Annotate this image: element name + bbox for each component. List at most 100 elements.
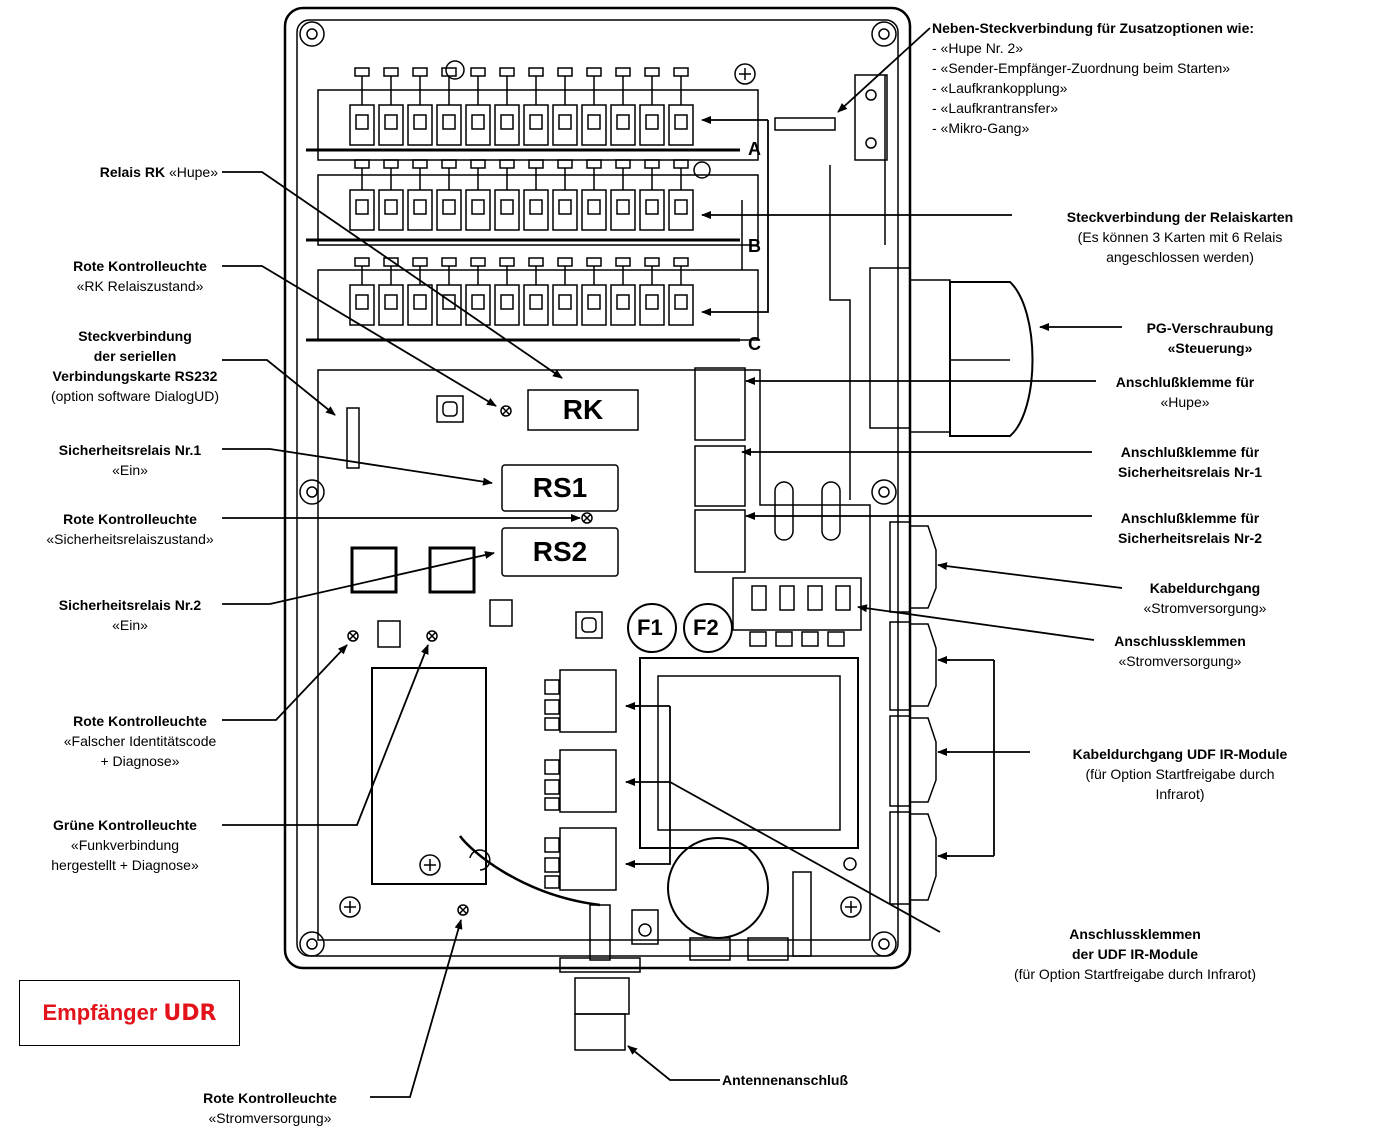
led-green [426, 630, 438, 642]
relay-board-c [317, 269, 759, 341]
pg-gland-nut [949, 281, 1034, 437]
rs2-label: RS2 [532, 536, 588, 567]
callout-title: Antennenanschluß [722, 1072, 849, 1088]
callout-aux-connector: Neben-Steckverbindung für Zusatzoptionen… [932, 18, 1372, 138]
relay-terminal [465, 284, 491, 326]
cable-gland-udf [889, 811, 911, 905]
rs232-connector [346, 407, 360, 469]
relay-terminal [378, 284, 404, 326]
callout-title: Anschlußklemme für [1120, 444, 1260, 460]
relay-terminal [523, 104, 549, 146]
callout-text: Infrarot) [1155, 786, 1205, 802]
relay-terminal [465, 104, 491, 146]
led-safety [581, 512, 593, 524]
terminal-rs1 [694, 445, 746, 507]
transformer [639, 657, 859, 849]
relay-terminal [494, 189, 520, 231]
callout-kabel-udf: Kabeldurchgang UDF IR-Module (für Option… [1030, 744, 1330, 804]
relay-terminal [349, 104, 375, 146]
relay-terminal [581, 284, 607, 326]
callout-title: Sicherheitsrelais Nr-2 [1118, 530, 1262, 546]
ic-small [489, 599, 513, 627]
rk-box [527, 389, 639, 431]
callout-title: Kabeldurchgang UDF IR-Module [1072, 746, 1288, 762]
callout-item: - «Hupe Nr. 2» [932, 40, 1024, 56]
callout-item: - «Laufkrantransfer» [932, 100, 1059, 116]
board-screw [693, 161, 711, 179]
callout-title: Steckverbindung der Relaiskarten [1066, 209, 1294, 225]
callout-title: Rote Kontrolleuchte [203, 1090, 337, 1106]
led-wrong-code [347, 630, 359, 642]
corner-screw [299, 21, 325, 47]
relay-terminal [407, 284, 433, 326]
callout-title: Anschlußklemme für [1115, 374, 1255, 390]
callout-text: (option software DialogUD) [50, 388, 220, 404]
callout-title: Rote Kontrolleuchte [63, 511, 197, 527]
relay-terminal [668, 284, 694, 326]
brand-prefix: Empfänger [42, 1000, 158, 1025]
relay-terminal [523, 284, 549, 326]
callout-gruene: Grüne Kontrolleuchte «Funkverbindung her… [0, 815, 250, 875]
callout-klemmen-udf: Anschlussklemmen der UDF IR-Module (für … [960, 924, 1310, 984]
antenna-cable [458, 835, 601, 907]
relay-terminal [581, 104, 607, 146]
brand-model: UDR [163, 1000, 217, 1026]
callout-title: Anschlussklemmen [1114, 633, 1246, 649]
fuse-f1 [627, 603, 677, 653]
callout-text: «Sicherheitsrelaiszustand» [46, 531, 214, 547]
callout-title: der UDF IR-Module [1072, 946, 1198, 962]
terminal-rs2 [694, 509, 746, 573]
callout-text: angeschlossen werden) [1106, 249, 1254, 265]
callout-klemmen-strom: Anschlussklemmen «Stromversorgung» [1085, 631, 1275, 671]
callout-title: Neben-Steckverbindung für Zusatzoptionen… [932, 20, 1255, 36]
cable-gland-power [889, 521, 911, 613]
callout-antenne: Antennenanschluß [722, 1070, 922, 1090]
corner-screw [871, 931, 897, 957]
push-button [436, 395, 464, 423]
callout-title: Steckverbindung [78, 328, 192, 344]
fuse-f2 [683, 603, 733, 653]
row-a-label: A [748, 139, 761, 159]
fuse-f1-label: F1 [637, 615, 663, 640]
row-b-label: B [748, 236, 761, 256]
callout-title: Rote Kontrolleuchte [73, 258, 207, 274]
radio-module [371, 667, 487, 885]
callout-title: Sicherheitsrelais Nr.1 [58, 442, 202, 458]
main-board [317, 369, 871, 941]
relay-terminal [523, 189, 549, 231]
callout-title: PG-Verschraubung [1146, 320, 1274, 336]
callout-text: «Ein» [112, 462, 148, 478]
rs2-box [501, 527, 619, 577]
callout-klemme-s2: Anschlußklemme für Sicherheitsrelais Nr-… [1085, 508, 1295, 548]
corner-screw [871, 21, 897, 47]
callout-title: Anschlussklemmen [1069, 926, 1201, 942]
enclosure-outline [283, 6, 912, 970]
callout-text: «Stromversorgung» [1118, 653, 1242, 669]
callout-item: - «Laufkrankopplung» [932, 80, 1068, 96]
relay-terminal [494, 104, 520, 146]
relay-terminal [552, 284, 578, 326]
relay-terminal [494, 284, 520, 326]
terminal-udf [559, 669, 617, 733]
enclosure-inner [296, 19, 899, 957]
callout-text: hergestellt + Diagnose» [51, 857, 199, 873]
terminal-udf [559, 827, 617, 891]
callout-title: Relais RK [99, 164, 166, 180]
callout-title: der seriellen [93, 348, 177, 364]
relay-terminal [407, 104, 433, 146]
callout-title: Anschlußklemme für [1120, 510, 1260, 526]
callout-text: «Funkverbindung [70, 837, 180, 853]
callout-rote-rk: Rote Kontrolleuchte «RK Relaiszustand» [20, 256, 260, 296]
relay-terminal [436, 104, 462, 146]
callout-text: (für Option Startfreigabe durch Infrarot… [1014, 966, 1256, 982]
callout-text: «Stromversorgung» [1143, 600, 1267, 616]
relay-terminal [610, 104, 636, 146]
callout-title: Kabeldurchgang [1149, 580, 1261, 596]
board-screw [445, 60, 465, 80]
terminal-udf [559, 749, 617, 813]
corner-screw [299, 479, 325, 505]
aux-bracket [854, 74, 888, 161]
callout-sich1: Sicherheitsrelais Nr.1 «Ein» [10, 440, 250, 480]
